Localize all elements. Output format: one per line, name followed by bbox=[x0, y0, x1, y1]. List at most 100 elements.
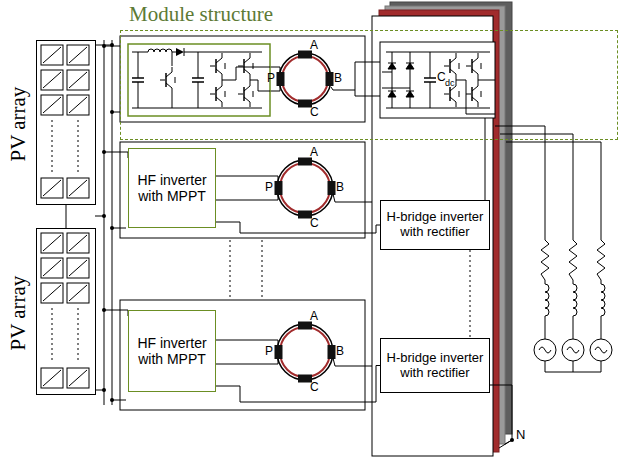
pv-cell bbox=[67, 283, 89, 303]
diode-symbol bbox=[388, 91, 396, 92]
continuation-dots bbox=[262, 240, 263, 298]
wire bbox=[222, 67, 270, 80]
hf-inverter-box: HF inverter with MPPT bbox=[128, 310, 216, 392]
array-label: PV array bbox=[6, 86, 30, 161]
dc-bus bbox=[104, 40, 105, 405]
wire bbox=[331, 62, 380, 90]
capacitor-symbol bbox=[132, 81, 144, 83]
pv-cell bbox=[69, 370, 87, 386]
inductor-symbol bbox=[601, 284, 605, 316]
hf-inverter-box: HF inverter with MPPT bbox=[128, 148, 216, 228]
diode-symbol bbox=[225, 63, 226, 69]
module-box bbox=[120, 142, 365, 238]
winding bbox=[298, 322, 312, 330]
igbt-symbol bbox=[472, 97, 478, 107]
wire bbox=[573, 361, 574, 372]
winding bbox=[326, 72, 334, 86]
connector-wire bbox=[216, 366, 380, 403]
inductor-symbol bbox=[148, 49, 172, 52]
resistor-symbol bbox=[541, 240, 549, 280]
igbt-symbol bbox=[165, 73, 167, 87]
wire bbox=[500, 134, 573, 240]
pv-cell bbox=[41, 70, 63, 90]
wire bbox=[104, 46, 120, 47]
diode-symbol bbox=[253, 91, 254, 97]
diode-symbol bbox=[459, 91, 460, 97]
wire bbox=[506, 142, 601, 240]
winding-label: B bbox=[336, 181, 344, 195]
inductor-symbol bbox=[545, 284, 549, 316]
toroid-core bbox=[277, 160, 333, 216]
junction-dot bbox=[102, 388, 106, 392]
ac-source bbox=[534, 339, 556, 361]
igbt-symbol bbox=[160, 80, 165, 81]
igbt-symbol bbox=[450, 69, 456, 79]
pv-cell bbox=[41, 283, 63, 303]
pv-cell bbox=[43, 72, 61, 88]
wire bbox=[601, 316, 602, 339]
pv-cell bbox=[41, 45, 63, 65]
igbt-symbol bbox=[166, 67, 172, 77]
diode-symbol bbox=[175, 77, 176, 83]
array-label: PV array bbox=[6, 275, 30, 350]
pv-cell bbox=[43, 260, 61, 276]
diode-symbol bbox=[388, 91, 396, 97]
ac-source bbox=[562, 339, 584, 361]
igbt-symbol bbox=[449, 59, 451, 73]
wire bbox=[573, 316, 574, 339]
igbt-symbol bbox=[449, 87, 451, 101]
pv-cell bbox=[43, 180, 61, 196]
winding bbox=[298, 158, 312, 166]
box-label: H-bridge inverter with rectifier bbox=[384, 210, 486, 240]
wire bbox=[386, 52, 490, 53]
hbridge-box bbox=[380, 42, 495, 118]
wire bbox=[505, 440, 512, 444]
converter-frame bbox=[128, 44, 270, 116]
igbt-symbol bbox=[215, 87, 217, 101]
pv-dots bbox=[52, 308, 53, 363]
pv-cell bbox=[43, 285, 61, 301]
winding bbox=[328, 181, 336, 195]
pv-cell bbox=[41, 368, 63, 388]
toroid-core bbox=[277, 324, 333, 380]
diode-symbol bbox=[406, 91, 414, 97]
toroid-core bbox=[279, 53, 331, 105]
igbt-symbol bbox=[244, 69, 250, 79]
capacitor-symbol bbox=[198, 52, 199, 78]
wire bbox=[386, 108, 490, 109]
wire bbox=[545, 372, 601, 373]
winding-label: A bbox=[310, 146, 318, 160]
toroid-core bbox=[280, 163, 330, 213]
wire bbox=[601, 361, 602, 372]
winding-label: A bbox=[310, 310, 318, 324]
pv-cell bbox=[69, 72, 87, 88]
wire bbox=[216, 357, 278, 364]
pv-array-box: PV array bbox=[36, 228, 96, 395]
wire bbox=[132, 52, 148, 53]
capacitor-symbol bbox=[138, 82, 139, 108]
module-region: Module structure bbox=[120, 30, 618, 140]
diode-symbol bbox=[481, 63, 482, 69]
diode-symbol bbox=[225, 91, 226, 97]
winding-label: P bbox=[265, 181, 273, 195]
pv-cell bbox=[67, 95, 89, 115]
winding-label: B bbox=[336, 345, 344, 359]
winding bbox=[298, 211, 312, 219]
pv-dots bbox=[78, 308, 79, 363]
capacitor-symbol bbox=[430, 52, 431, 78]
wire bbox=[172, 52, 173, 66]
wire bbox=[120, 228, 126, 229]
junction-dot bbox=[110, 226, 114, 230]
diode-symbol bbox=[388, 63, 396, 64]
capacitor-symbol bbox=[424, 81, 436, 83]
module-box bbox=[120, 300, 365, 410]
wire bbox=[184, 52, 262, 53]
wire bbox=[216, 193, 278, 200]
pv-cell bbox=[67, 233, 89, 253]
winding-label: C bbox=[310, 106, 319, 120]
pv-cell bbox=[69, 285, 87, 301]
resistor-symbol bbox=[597, 240, 605, 280]
resistor-symbol bbox=[569, 240, 577, 280]
